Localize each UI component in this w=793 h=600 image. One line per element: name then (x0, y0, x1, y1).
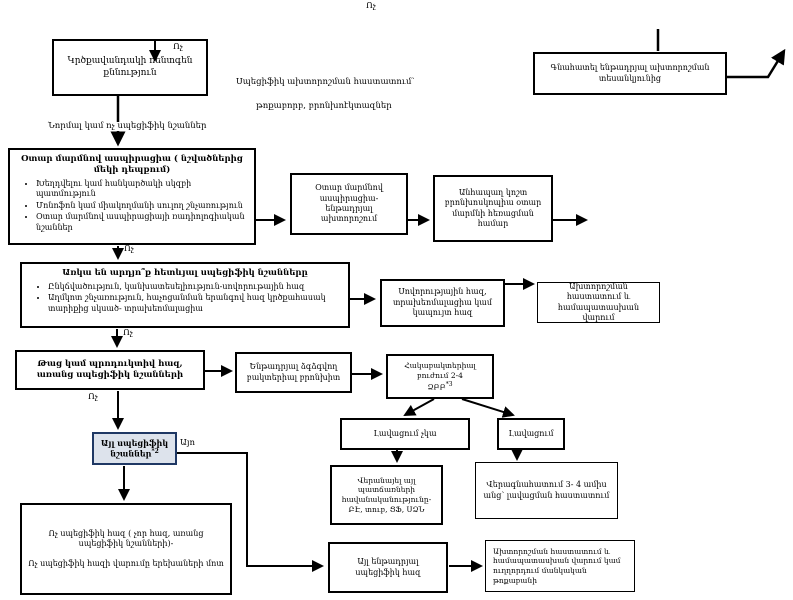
bullet-item: Ընկճվածություն, կանխատեսելիություն-սովոր… (48, 282, 344, 292)
node-other-presumed-specific-cough: Այլ ենթադրյալ սպեցիֆիկ հազ (328, 542, 448, 593)
label-yes: Այո (180, 438, 196, 448)
node-reassess-3-4-months: Վերագնահատում 3- 4 ամիս անց՝ լավացման հա… (475, 462, 618, 519)
node-presumed-pbb: Ենթադրյալ ձգձգվող բակտերիալ բրոնխիտ (235, 352, 352, 393)
node-rigid-bronchoscopy: Անհապաղ կոշտ բրոնխոսկոպիա օտար մարմնի հե… (433, 175, 553, 242)
node-habit-cough: Սովորությային հազ, տրախեոմալացիա կամ կապ… (380, 279, 505, 327)
footnote-2-mark: *2 (151, 448, 159, 456)
node-habit-cough-text: Սովորությային հազ, տրախեոմալացիա կամ կապ… (392, 287, 493, 318)
node-reconsider-causes: Վերանայել այլ պատճառների հավանականությու… (330, 465, 443, 525)
node-foreign-body-aspiration-bullets: Խեղդվելու կամ հանկարծակի սկզբի պատմությո… (14, 179, 250, 233)
label-no-xray: Ոչ (173, 42, 183, 52)
annotation-specific-confirmation-line2: թոքաբորբ, բրոնխոէկտազներ (256, 101, 392, 111)
node-specific-signs-question: Առկա են արդյո՞ք հետևյալ սպեցիֆիկ նշաններ… (20, 262, 350, 328)
node-evaluate-presumed-text: Գնահատել ենթադրյալ ախտորոշման տեսանկյուն… (550, 63, 710, 83)
node-wet-productive-cough-text: Թաց կամ պրոդուկտիվ հազ, առանց սպեցիֆիկ ն… (36, 358, 184, 380)
node-final-referral: Ախտորոշման հաստատում և համապատասխան վարո… (485, 540, 635, 592)
annotation-specific-confirmation-line1: Սպեցիֆիկ ախտորոշման հաստատում՝ (236, 77, 415, 87)
node-evaluate-presumed: Գնահատել ենթադրյալ ախտորոշման տեսանկյուն… (533, 52, 727, 95)
bullet-item: Օտար մարմնով ասպիրացիայի ռադիոլոգիական ն… (36, 212, 250, 233)
node-aspiration-diagnosis-text: Օտար մարմնով ասպիրացիա- ենթադրյալ ախտորո… (315, 183, 383, 224)
node-reassess-3-4-months-text: Վերագնահատում 3- 4 ամիս անց՝ լավացման հա… (483, 480, 610, 500)
node-other-specific-signs: Այլ սպեցիֆիկ նշաններ*2 (92, 432, 177, 465)
node-improvement: Լավացում (497, 418, 565, 450)
bullet-item: Աղմկոտ շնչառություն, հաչոցանման երանգով … (48, 293, 344, 314)
node-confirm-manage-text: Ախտորոշման հաստատում և համապատասխան վարո… (557, 281, 640, 322)
annotation-normal-signs: Նորմալ կամ ոչ սպեցիֆիկ նշաններ (46, 121, 209, 132)
node-antibiotic-treatment: Հակաբակտերիալ բուժում 2-4 ՁԲԲ*3 (386, 354, 494, 399)
node-aspiration-diagnosis: Օտար մարմնով ասպիրացիա- ենթադրյալ ախտորո… (290, 173, 408, 235)
node-final-referral-text: Ախտորոշման հաստատում և համապատասխան վարո… (493, 546, 621, 585)
node-no-improvement-text: Լավացում չկա (373, 428, 437, 438)
node-chest-xray: Կրծքավանդակի ռենտգեն քննություն (52, 39, 208, 96)
pbb-abbr: ՁԲԲ (427, 382, 446, 392)
bullet-item: Խեղդվելու կամ հանկարծակի սկզբի պատմությո… (36, 179, 250, 200)
node-foreign-body-aspiration-title: Օտար մարմնով ասպիրացիա ( նշվածներից մեկի… (21, 154, 243, 176)
node-rigid-bronchoscopy-text: Անհապաղ կոշտ բրոնխոսկոպիա օտար մարմնի հե… (444, 187, 542, 228)
arrow-evaluate-out (727, 48, 786, 79)
footnote-3-mark: *3 (445, 380, 453, 388)
arrow-antibiotics-to-no-improvement (403, 398, 435, 416)
node-antibiotic-treatment-line1: Հակաբակտերիալ բուժում 2-4 (404, 361, 476, 380)
node-other-presumed-specific-cough-text: Այլ ենթադրյալ սպեցիֆիկ հազ (355, 557, 421, 577)
label-no-to-specific-signs: Ոչ (124, 244, 134, 254)
node-no-improvement: Լավացում չկա (340, 418, 470, 450)
node-foreign-body-aspiration: Օտար մարմնով ասպիրացիա ( նշվածներից մեկի… (8, 148, 256, 245)
node-chest-xray-text: Կրծքավանդակի ռենտգեն քննություն (67, 55, 193, 78)
bullet-item: Մոնոֆոն կամ միակողմանի սուլող շնչառությո… (36, 201, 250, 211)
node-improvement-text: Լավացում (508, 428, 554, 438)
node-antibiotic-treatment-line2: ՁԲԲ*3 (427, 381, 452, 392)
label-no-to-wet-cough: Ոչ (123, 328, 133, 338)
node-wet-productive-cough: Թաց կամ պրոդուկտիվ հազ, առանց սպեցիֆիկ ն… (15, 350, 205, 390)
arrow-antibiotics-to-improvement (461, 398, 515, 418)
node-reconsider-causes-text: Վերանայել այլ պատճառների հավանականությու… (341, 475, 432, 514)
node-specific-signs-title: Առկա են արդյո՞ք հետևյալ սպեցիֆիկ նշաններ… (62, 268, 308, 278)
other-specific-label: Այլ սպեցիֆիկ նշաններ (100, 437, 169, 459)
label-no-to-other-signs: Ոչ (88, 392, 98, 402)
node-nonspecific-cough: Ոչ սպեցիֆիկ հազ ( չոր հազ, առանց սպեցիֆի… (20, 503, 232, 595)
node-presumed-pbb-text: Ենթադրյալ ձգձգվող բակտերիալ բրոնխիտ (246, 362, 341, 382)
node-specific-signs-bullets: Ընկճվածություն, կանխատեսելիություն-սովոր… (26, 282, 344, 314)
node-nonspecific-cough-line1: Ոչ սպեցիֆիկ հազ ( չոր հազ, առանց սպեցիֆի… (48, 528, 204, 549)
node-other-specific-signs-text: Այլ սպեցիֆիկ նշաններ*2 (98, 438, 171, 459)
label-no-top: Ոչ (366, 1, 376, 11)
node-confirm-manage: Ախտորոշման հաստատում և համապատասխան վարո… (537, 282, 660, 323)
node-nonspecific-cough-line2: Ոչ սպեցիֆիկ հազի վարումը երեխաների մոտ (28, 558, 224, 568)
